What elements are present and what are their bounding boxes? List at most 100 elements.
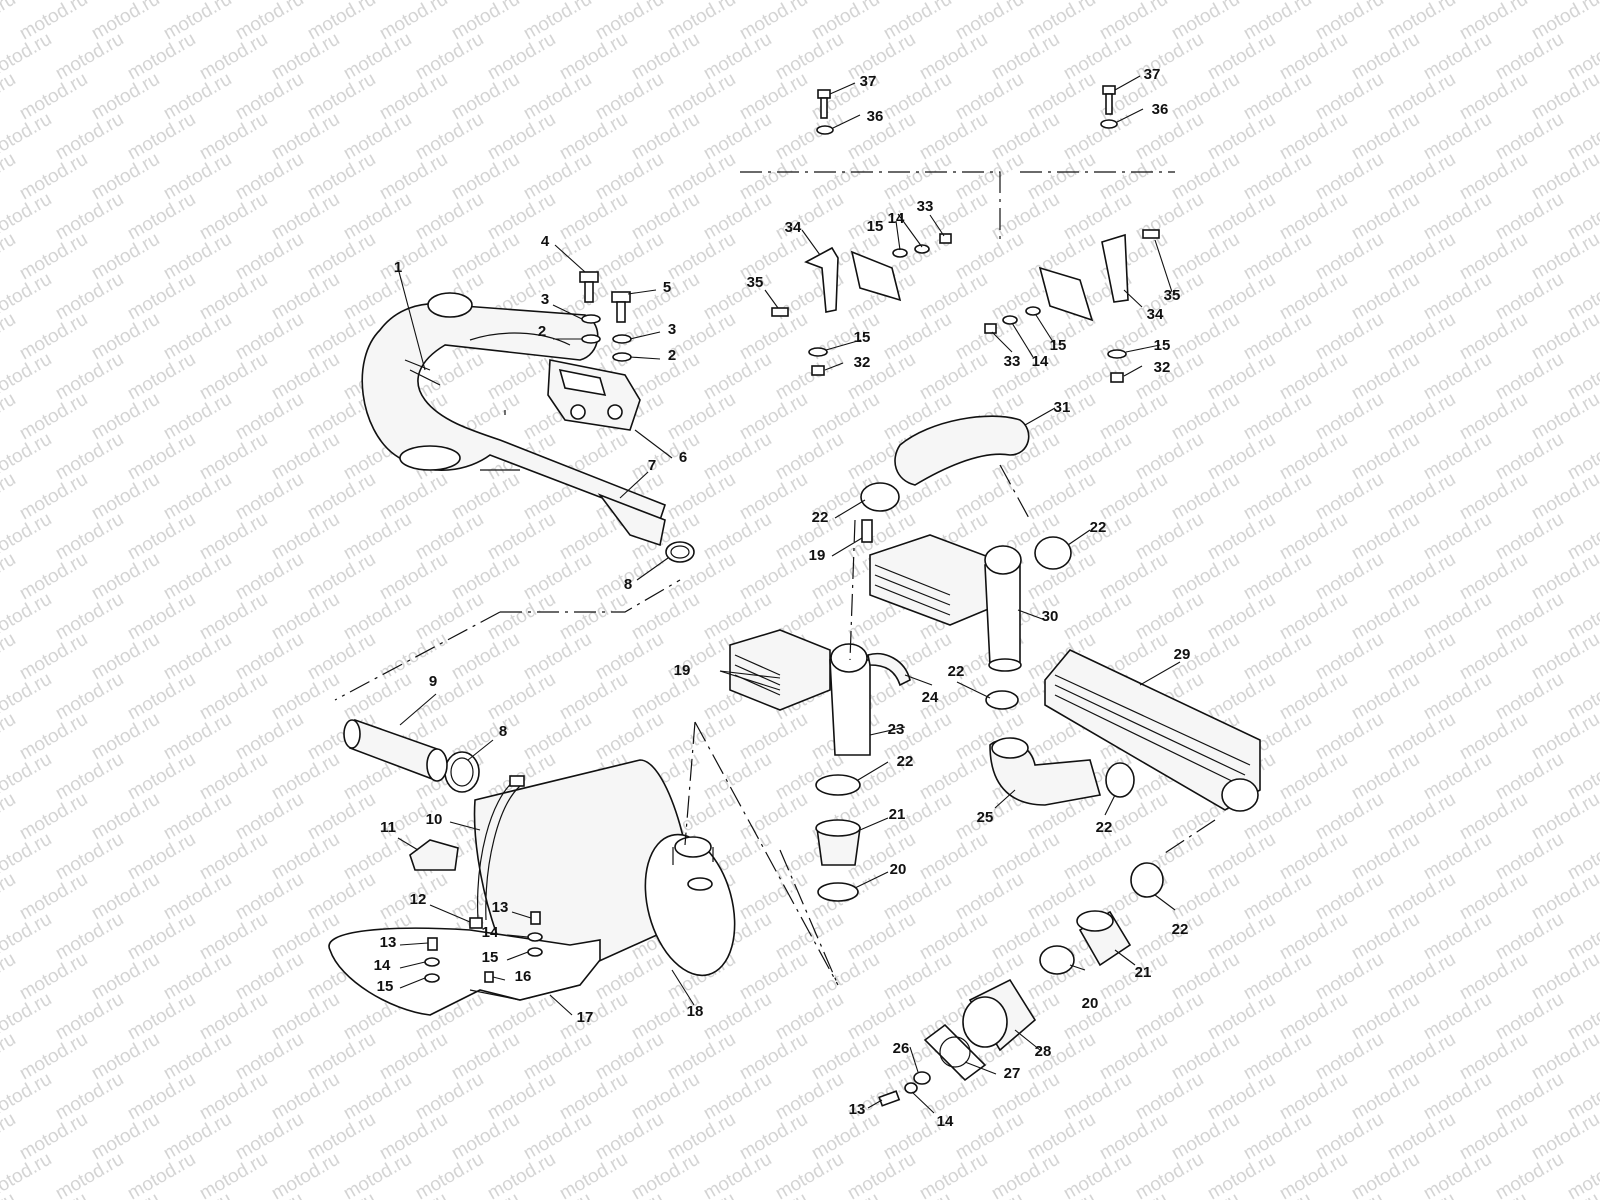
washer-15-top-left-b[interactable] [808, 347, 828, 357]
watermark-text: motod.ru [1528, 1189, 1600, 1200]
screw-13-mid[interactable] [530, 911, 541, 925]
heat-exchanger-30-part[interactable] [869, 534, 1022, 672]
watermark-text: motod.ru [88, 69, 163, 125]
clamp-22-e[interactable] [1105, 762, 1135, 798]
watermark-text: motod.ru [952, 469, 1027, 525]
clamp-8-upper[interactable] [665, 541, 695, 563]
hose-31-part[interactable] [894, 415, 1030, 486]
plate-19-small[interactable] [861, 519, 873, 543]
washer-15-top-right-a[interactable] [1025, 306, 1041, 316]
watermark-text: motod.ru [1060, 109, 1135, 165]
watermark-text: motod.ru [1312, 309, 1387, 365]
washer-15-top-left-a[interactable] [892, 248, 908, 258]
strap-10-part[interactable] [477, 775, 525, 921]
washer-14-bottom[interactable] [904, 1082, 918, 1094]
heat-exchanger-29-part[interactable] [1044, 649, 1261, 812]
nut-33-top-right[interactable] [984, 323, 997, 334]
watermark-text: motod.ru [1204, 349, 1279, 405]
watermark-text: motod.ru [232, 0, 307, 44]
washer-15-left[interactable] [424, 973, 440, 983]
clamp-22-d[interactable] [815, 774, 861, 796]
watermark-text: motod.ru [736, 1029, 811, 1085]
clamp-22-a[interactable] [860, 482, 900, 512]
watermark-text: motod.ru [700, 509, 775, 565]
nut-32-top-right[interactable] [1110, 372, 1124, 383]
watermark-text: motod.ru [700, 189, 775, 245]
exhaust-pipe-part[interactable] [361, 292, 666, 522]
watermark-text: motod.ru [88, 549, 163, 605]
screw-13-left[interactable] [427, 937, 438, 951]
bracket-34-right[interactable] [1038, 233, 1129, 322]
watermark-text: motod.ru [1312, 229, 1387, 285]
washer-36-right[interactable] [1100, 119, 1118, 129]
watermark-text: motod.ru [880, 149, 955, 205]
hose-24-part[interactable] [867, 653, 911, 687]
washer-14-mid[interactable] [527, 932, 543, 942]
watermark-text: motod.ru [664, 229, 739, 285]
watermark-text: motod.ru [1168, 1109, 1243, 1165]
watermark-text: motod.ru [1348, 109, 1423, 165]
washer-15-top-right-b[interactable] [1107, 349, 1127, 359]
washer-26-part[interactable] [913, 1071, 931, 1085]
gasket-27-part[interactable] [923, 1023, 987, 1082]
coupler-21-upper[interactable] [815, 819, 861, 866]
muffler-part[interactable] [473, 759, 750, 991]
nut-33-top-left[interactable] [939, 233, 952, 244]
watermark-text: motod.ru [628, 669, 703, 725]
watermark-text: motod.ru [124, 669, 199, 725]
watermark-text: motod.ru [16, 0, 91, 44]
bracket-34-left[interactable] [804, 246, 902, 313]
washer-14-top-left[interactable] [914, 244, 930, 254]
manifold-flange-part[interactable] [547, 359, 641, 431]
clamp-22-f[interactable] [1130, 862, 1164, 898]
clamp-20-lower[interactable] [1039, 945, 1075, 975]
washer-2-right[interactable] [612, 352, 632, 362]
watermark-text: motod.ru [88, 1109, 163, 1165]
watermark-text: motod.ru [52, 829, 127, 885]
bolt-4-part[interactable] [579, 271, 599, 303]
nut-32-top-left[interactable] [811, 365, 825, 376]
watermark-text: motod.ru [880, 0, 955, 44]
watermark-text: motod.ru [196, 429, 271, 485]
watermark-text: motod.ru [988, 349, 1063, 405]
watermark-text: motod.ru [1312, 149, 1387, 205]
watermark-text: motod.ru [556, 109, 631, 165]
callout-36-left: 36 [867, 108, 884, 125]
washer-3-left[interactable] [581, 314, 601, 324]
leader-lines [397, 75, 1181, 1114]
washer-3-right[interactable] [612, 334, 632, 344]
watermark-text: motod.ru [1168, 309, 1243, 365]
pipe-cone-part[interactable] [597, 493, 666, 547]
washer-2-left[interactable] [581, 334, 601, 344]
pad-11-part[interactable] [409, 839, 459, 871]
washer-15-mid[interactable] [527, 947, 543, 957]
coupler-9-part[interactable] [343, 718, 448, 782]
washer-14-left[interactable] [424, 957, 440, 967]
bolt-13-bottom[interactable] [878, 1090, 901, 1107]
watermark-text: motod.ru [1276, 509, 1351, 565]
washer-14-top-right[interactable] [1002, 315, 1018, 325]
clamp-8-lower[interactable] [444, 751, 480, 793]
watermark-text: motod.ru [628, 1149, 703, 1200]
watermark-text: motod.ru [232, 389, 307, 445]
watermark-text: motod.ru [628, 429, 703, 485]
bolt-35-left[interactable] [771, 307, 789, 317]
clamp-22-c[interactable] [985, 690, 1019, 710]
elbow-25-part[interactable] [989, 737, 1102, 806]
watermark-text: motod.ru [340, 1149, 415, 1200]
rivet-16-part[interactable] [484, 971, 494, 983]
clamp-22-b[interactable] [1034, 536, 1072, 570]
washer-36-left[interactable] [816, 125, 834, 135]
watermark-text: motod.ru [1348, 429, 1423, 485]
strap-end-12-part[interactable] [469, 917, 483, 929]
clamp-20-upper[interactable] [817, 882, 859, 902]
heat-exchanger-19-part[interactable] [729, 629, 871, 756]
callout-22-d: 22 [897, 753, 914, 770]
watermark-text: motod.ru [52, 989, 127, 1045]
watermark-text: motod.ru [1240, 69, 1315, 125]
callout-35-left: 35 [747, 274, 764, 291]
watermark-text: motod.ru [448, 1029, 523, 1085]
bolt-5-part[interactable] [611, 291, 631, 323]
watermark-text: motod.ru [0, 1189, 19, 1200]
bolt-35-right[interactable] [1142, 229, 1160, 239]
